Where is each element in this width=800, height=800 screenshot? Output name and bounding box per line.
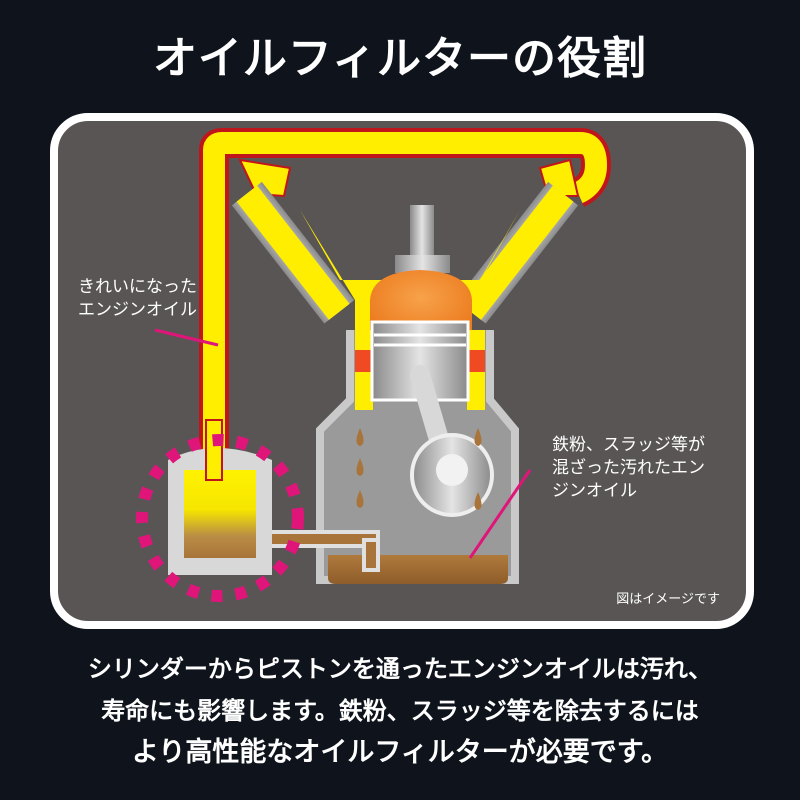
oil-sump bbox=[328, 555, 508, 584]
description-line-2: 寿命にも影響します。鉄粉、スラッジ等を除去するには bbox=[101, 697, 699, 725]
description-line-3: より高性能なオイルフィルターが必要です。 bbox=[131, 737, 669, 768]
image-disclaimer: 図はイメージです bbox=[616, 592, 720, 607]
description-line-1: シリンダーからピストンを通ったエンジンオイルは汚れ、 bbox=[87, 655, 713, 683]
diagram-panel: きれいになった エンジンオイル 鉄粉、スラッジ等が 混ざった汚れたエン ジンオイ… bbox=[50, 113, 754, 629]
oil-drips bbox=[356, 428, 482, 510]
clean-oil-label: きれいになった エンジンオイル bbox=[78, 277, 197, 320]
dirty-oil-label: 鉄粉、スラッジ等が 混ざった汚れたエン ジンオイル bbox=[552, 435, 705, 501]
arrow-down-left-icon bbox=[238, 158, 292, 198]
left-valve bbox=[231, 181, 355, 324]
page-title: オイルフィルターの役割 bbox=[152, 33, 648, 84]
spark-plug bbox=[410, 205, 434, 255]
description: シリンダーからピストンを通ったエンジンオイルは汚れ、 寿命にも影響します。鉄粉、… bbox=[0, 648, 800, 774]
engine-oil-flow-diagram bbox=[136, 128, 612, 602]
right-valve bbox=[455, 181, 579, 324]
filter-highlight-ring bbox=[136, 434, 304, 602]
